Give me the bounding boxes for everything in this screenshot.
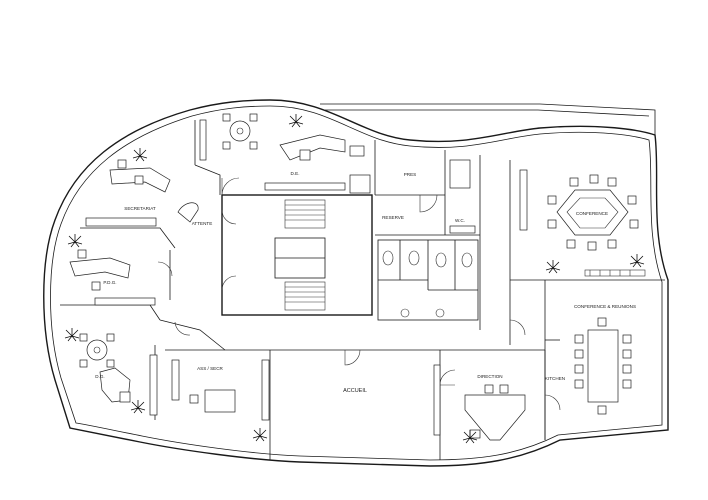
cabinets-accueil	[433, 364, 441, 436]
label-sec: SECRETARIAT	[124, 206, 156, 211]
round-table-top	[222, 113, 258, 150]
round-table-dg	[79, 333, 115, 368]
credenza-conference	[584, 269, 646, 277]
label-meeting: CONFERENCE & REUNIONS	[574, 304, 636, 309]
label-conf: CONFERENCE	[576, 211, 608, 216]
outer-wall	[43, 99, 669, 467]
desk-direction	[464, 384, 526, 441]
meeting-table	[574, 317, 632, 415]
cabinets-top	[199, 119, 346, 191]
desk-secretariat	[85, 159, 171, 227]
doors	[157, 177, 561, 411]
label-pdg: P.D.G.	[103, 280, 116, 285]
label-office: D.E.	[291, 171, 300, 176]
plants	[64, 114, 645, 444]
label-reserve: RESERVE	[382, 215, 404, 220]
desk-dg	[99, 354, 158, 416]
label-dg: D.G.	[95, 374, 104, 379]
desk-pdg	[69, 249, 156, 306]
reception-sofa	[177, 202, 199, 223]
label-accueil: ACCUEIL	[343, 388, 367, 394]
room-labels: SECRETARIAT ATTENTE P.D.G. D.G. PRES RES…	[95, 171, 636, 394]
wc-fixtures	[382, 225, 476, 318]
label-attente: ATTENTE	[192, 221, 213, 226]
reserve-fixtures	[349, 159, 471, 194]
desk-top-center	[279, 134, 365, 161]
stairs-lower	[284, 281, 326, 311]
interior-walls	[60, 120, 665, 460]
label-wc: W.C.	[455, 218, 465, 223]
stairs-upper	[284, 199, 326, 229]
desk-assistant	[171, 359, 270, 421]
label-pres: PRES	[404, 172, 417, 177]
conference-table	[519, 169, 639, 251]
label-direction: DIRECTION	[477, 374, 502, 379]
label-asst: ASS / SECR	[197, 366, 223, 371]
label-kitchen: KITCHEN	[545, 376, 565, 381]
